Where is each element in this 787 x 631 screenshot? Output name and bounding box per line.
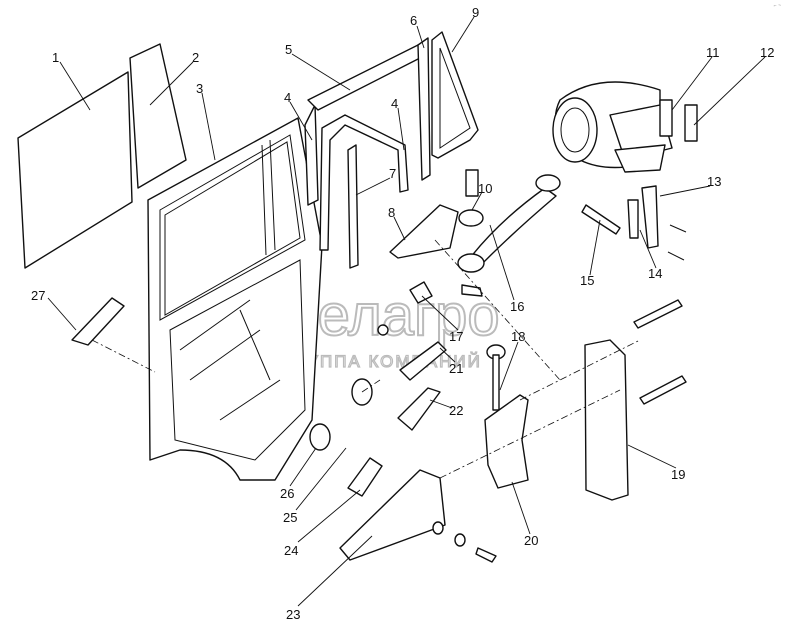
- callout-25: 25: [283, 510, 297, 525]
- bolt-bottom: [475, 547, 497, 563]
- callout-13: 13: [707, 174, 721, 189]
- seal-5: [307, 44, 421, 111]
- vent-window-9: [431, 31, 479, 159]
- nut: [377, 324, 389, 336]
- pin-13: [641, 185, 659, 249]
- callout-17: 17: [449, 329, 463, 344]
- pin-14: [627, 199, 639, 239]
- callout-26: 26: [280, 486, 294, 501]
- callout-4: 4: [284, 90, 291, 105]
- callout-12: 12: [760, 45, 774, 60]
- bolt-upper: [633, 299, 683, 329]
- callout-5: 5: [285, 42, 292, 57]
- callout-19: 19: [671, 467, 685, 482]
- hinge-assembly-11-12: [552, 81, 698, 173]
- callout-9: 9: [472, 5, 479, 20]
- spring-15: [581, 204, 621, 235]
- handle-22: [397, 387, 441, 431]
- callout-1: 1: [52, 50, 59, 65]
- callout-11: 11: [706, 45, 720, 60]
- callout-21: 21: [449, 361, 463, 376]
- callout-10: 10: [478, 181, 492, 196]
- callout-7: 7: [389, 166, 396, 181]
- washer-2: [432, 521, 444, 535]
- callout-23: 23: [286, 607, 300, 622]
- seal-4-left: [304, 104, 319, 206]
- leader-lines: [47, 16, 766, 607]
- callout-labels: 1 2 3 4 5 6 7 8 9 4 10 11 12 13 14 15 16…: [31, 5, 774, 622]
- glass-pane-2: [129, 43, 187, 189]
- handle-27: [71, 297, 125, 346]
- callout-3: 3: [196, 81, 203, 96]
- pin-18: [492, 354, 500, 411]
- seal-6: [417, 37, 431, 181]
- callout-6: 6: [410, 13, 417, 28]
- callout-24: 24: [284, 543, 298, 558]
- door-frame: [147, 117, 323, 481]
- block-17: [409, 281, 433, 304]
- bracket-20: [484, 394, 529, 489]
- callout-22: 22: [449, 403, 463, 418]
- bracket-8: [389, 204, 459, 259]
- pin-top: [465, 169, 479, 197]
- cotter-pin: [667, 224, 687, 261]
- bolt-lower: [639, 375, 687, 405]
- seal-7: [347, 144, 359, 269]
- callout-2: 2: [192, 50, 199, 65]
- callout-4b: 4: [391, 96, 398, 111]
- handle-24: [347, 457, 383, 497]
- corner-mark: ⌐ ~: [773, 3, 781, 9]
- callout-8: 8: [388, 205, 395, 220]
- callout-15: 15: [580, 273, 594, 288]
- callout-16: 16: [510, 299, 524, 314]
- rosette-26: [309, 423, 331, 451]
- bushing-10: [458, 209, 484, 227]
- glass-pane-1: [17, 71, 133, 269]
- callout-20: 20: [524, 533, 538, 548]
- callout-27: 27: [31, 288, 45, 303]
- callout-18: 18: [511, 329, 525, 344]
- latch-21: [399, 341, 447, 381]
- seal-4-right: [319, 114, 409, 251]
- bolt: [461, 284, 483, 297]
- link-16: [469, 187, 557, 269]
- callout-14: 14: [648, 266, 662, 281]
- washer: [454, 533, 466, 547]
- mounting-plate-19: [584, 339, 629, 501]
